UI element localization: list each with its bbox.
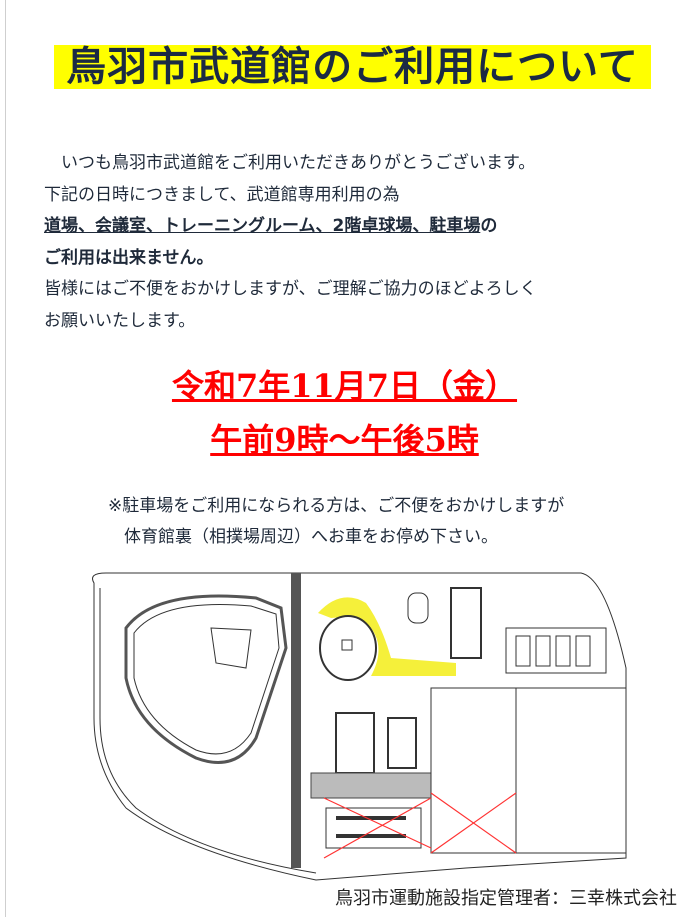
road: [291, 573, 301, 868]
body-line: お願いいたします。: [44, 310, 196, 331]
closed-area-mark: [323, 792, 517, 859]
site-outline-inner: [99, 588, 317, 874]
body-line: ご利用は出来ません。: [44, 247, 214, 268]
baseball-field: [124, 594, 288, 764]
notice-body: いつも鳥羽市武道館をご利用いただきありがとうございます。 下記の日時につきまして…: [44, 148, 537, 337]
body-line: いつも鳥羽市武道館をご利用いただきありがとうございます。: [44, 153, 536, 173]
tennis-courts: [505, 627, 607, 674]
closure-time: 午前9時～午後5時: [210, 421, 479, 459]
parking-note-line: ※駐車場をご利用になられる方は、ご不便をおかけしますが: [108, 496, 565, 516]
gymnasium-sub: [387, 717, 417, 769]
closed-facilities: 道場、会議室、トレーニングルーム、2階卓球場、駐車場: [44, 216, 481, 236]
parking-note-line: 体育館裏（相撲場周辺）へお車をお停め下さい。: [124, 527, 498, 547]
closure-date: 令和7年11月7日（金）: [171, 367, 518, 405]
sumo-ring: [319, 615, 377, 681]
parking-lot: [325, 807, 422, 849]
page-edge: [5, 0, 6, 917]
site-outline: [92, 572, 627, 881]
gymnasium-main: [335, 712, 375, 774]
footer-manager: 鳥羽市運動施設指定管理者：三幸株式会社: [335, 888, 677, 909]
body-line: 皆様にはご不便をおかけしますが、ご理解ご協力のほどよろしく: [44, 279, 537, 299]
facility-map: [92, 572, 627, 881]
pool: [450, 587, 482, 659]
page-title: 鳥羽市武道館のご利用について: [54, 45, 651, 89]
body-line: 下記の日時につきまして、武道館専用利用の為: [44, 184, 400, 205]
athletic-field: [430, 687, 627, 854]
body-line: 道場、会議室、トレーニングルーム、2階卓球場、駐車場の: [44, 211, 537, 243]
body-text: の: [480, 216, 498, 236]
route-highlight: [318, 597, 456, 676]
